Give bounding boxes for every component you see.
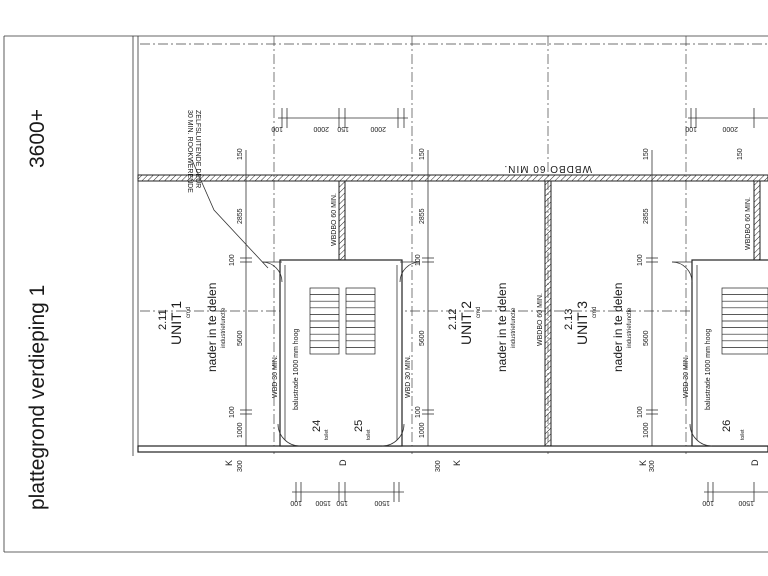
dim-v-150-c: 150 <box>643 148 650 160</box>
toilet-label-1: toilet <box>324 429 330 440</box>
dim-v-2855-a: 2855 <box>237 208 244 224</box>
dim-v-5600-c: 5600 <box>643 330 650 346</box>
grid-marker-k-2: K <box>452 460 462 466</box>
sheet-level: 3600+ <box>26 109 49 168</box>
unit-1-code: 2.11 <box>157 309 169 330</box>
plan-boundary <box>132 36 139 456</box>
unit-1-note: nader in te delen <box>205 283 219 372</box>
dim-top-2000-a: 2000 <box>313 125 329 132</box>
stair-flight-2 <box>345 287 376 355</box>
dim-bottom-1500-a: 1500 <box>315 499 331 506</box>
stair-flight-1 <box>309 287 340 355</box>
grid-marker-k-1: K <box>224 460 234 466</box>
unit-1-name: UNIT 1 <box>168 301 184 345</box>
balustrade-label-2: balustrade 1000 mm hoog <box>705 329 712 410</box>
dim-v-300-b: 300 <box>435 460 442 472</box>
stair-room-26: 26 <box>721 420 733 432</box>
wbdbo-vertical-label-3: WBDBO 60 MIN. <box>745 197 752 250</box>
dim-v-5600-a: 5600 <box>237 330 244 346</box>
toilet-label-2: toilet <box>366 429 372 440</box>
grid-marker-d-1: D <box>338 459 348 466</box>
dim-v-2855-b: 2855 <box>419 208 426 224</box>
unit-2-function: industriefunctie <box>511 307 517 348</box>
wbd-30-label-1: WBD 30 MIN. <box>272 355 279 398</box>
unit-2-note: nader in te delen <box>495 283 509 372</box>
dim-top-2000-right: 2000 <box>722 125 738 132</box>
dim-v-100-f: 100 <box>637 406 644 418</box>
grid-marker-k-3: K <box>638 460 648 466</box>
stair-room-25: 25 <box>353 420 365 432</box>
toilet-label-3: toilet <box>740 429 746 440</box>
dim-v-150-a: 150 <box>237 148 244 160</box>
dim-v-100-c: 100 <box>637 254 644 266</box>
stair-core-1 <box>261 259 421 447</box>
wbdbo-main-label: WBDBO 60 MIN. <box>503 163 592 174</box>
party-wall-2 <box>544 180 552 447</box>
top-dimension-strip <box>278 108 768 128</box>
unit-3-note: nader in te delen <box>611 283 625 372</box>
dim-top-100-right: 100 <box>685 125 697 132</box>
dim-v-300-a: 300 <box>237 460 244 472</box>
party-wall-3 <box>753 180 761 262</box>
balustrade-label-1: balustrade 1000 mm hoog <box>293 329 300 410</box>
dim-top-150: 150 <box>337 125 349 132</box>
unit-3-function: industriefunctie <box>627 307 633 348</box>
dim-v-1000-a: 1000 <box>237 422 244 438</box>
unit-3-code: 2.13 <box>563 309 575 330</box>
dim-top-100: 100 <box>271 125 283 132</box>
unit-2-code: 2.12 <box>447 309 459 330</box>
unit-3-label: 2.13 UNIT 3 cmd nader in te delen indust… <box>563 283 633 372</box>
wbdbo-vertical-label-1: WBDBO 60 MIN. <box>331 193 338 246</box>
grid-axes <box>140 36 768 454</box>
dim-v-100-d: 100 <box>229 406 236 418</box>
sheet-title: plattegrond verdieping 1 <box>26 285 49 510</box>
corridor-fire-wall <box>137 174 768 182</box>
unit-2-label: 2.12 UNIT 2 cmd nader in te delen indust… <box>447 283 517 372</box>
dim-bottom-150: 150 <box>336 499 348 506</box>
unit-1-function: industriefunctie <box>221 307 227 348</box>
dim-bottom-1500-b: 1500 <box>374 499 390 506</box>
dim-v-2855-c: 2855 <box>643 208 650 224</box>
dim-bottom-1500-right: 1500 <box>738 499 754 506</box>
wbd-30-label-2: WBD 30 MIN. <box>405 355 412 398</box>
dim-bottom-100: 100 <box>290 499 302 506</box>
dim-bottom-100-right: 100 <box>702 499 714 506</box>
fire-door-note-line-1: 30 MIN. ROOKWERENDE <box>186 110 193 193</box>
unit-2-sub: cmd <box>476 307 482 318</box>
dim-v-150-d: 150 <box>737 148 744 160</box>
fire-door-note-line-2: ZELFSLUITENDE DEUR <box>194 110 201 188</box>
dim-v-1000-b: 1000 <box>419 422 426 438</box>
unit-1-sub: cmd <box>186 307 192 318</box>
stair-room-24: 24 <box>311 420 323 432</box>
dim-v-5600-b: 5600 <box>419 330 426 346</box>
stair-core-1-door-right <box>381 423 405 447</box>
corridor-dims <box>240 150 658 450</box>
bottom-dimension-strip <box>292 482 768 502</box>
unit-1-label: 2.11 UNIT 1 cmd nader in te delen indust… <box>157 283 227 372</box>
facade-wall <box>137 445 768 453</box>
dim-v-100-e: 100 <box>415 406 422 418</box>
sheet-frame <box>3 35 768 553</box>
dim-v-150-b: 150 <box>419 148 426 160</box>
dim-v-100-a: 100 <box>229 254 236 266</box>
stair-core-2 <box>671 259 768 447</box>
dim-v-100-b: 100 <box>415 254 422 266</box>
stair-flight-3 <box>721 287 768 355</box>
unit-3-sub: cmd <box>592 307 598 318</box>
dim-v-1000-c: 1000 <box>643 422 650 438</box>
grid-marker-d-2: D <box>750 459 760 466</box>
dim-v-300-c: 300 <box>649 460 656 472</box>
unit-2-name: UNIT 2 <box>458 301 474 345</box>
unit-3-name: UNIT 3 <box>574 301 590 345</box>
dim-top-2000-b: 2000 <box>370 125 386 132</box>
stair-core-1-door-left <box>277 423 301 447</box>
wbdbo-vertical-label-2: WBDBO 60 MIN. <box>537 293 544 346</box>
wbd-30-label-3: WBD 30 MIN. <box>683 355 690 398</box>
